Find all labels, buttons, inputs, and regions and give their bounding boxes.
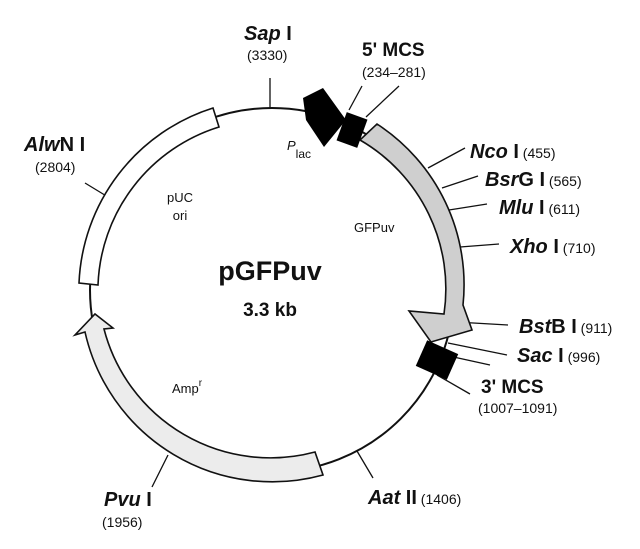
site-bstb-roman: B I <box>551 316 577 338</box>
puc-label-line2: ori <box>173 208 188 223</box>
site-nco-name: Nco <box>470 141 508 163</box>
mcs3-label: 3' MCS <box>481 377 544 398</box>
svg-text:Mlu I (611): Mlu I (611) <box>499 197 580 219</box>
site-bstb-pos: (911) <box>577 320 613 336</box>
site-mlu-roman: I <box>533 197 544 219</box>
gfpuv-label: GFPuv <box>354 220 395 235</box>
mcs3-pos: (1007–1091) <box>478 400 557 416</box>
mcs3-box <box>415 340 459 380</box>
puc-label-line1: pUC <box>167 190 193 205</box>
site-alwn-roman: N I <box>60 134 86 156</box>
site-pvu-roman: I <box>141 489 152 511</box>
svg-text:Plac: Plac <box>287 138 311 161</box>
plac-sub: lac <box>296 147 311 161</box>
site-aat-name: Aat <box>367 487 402 509</box>
mcs5-leader-a <box>348 85 363 111</box>
plac-promoter-arrow <box>303 88 346 147</box>
svg-text:Pvu I: Pvu I <box>104 489 152 511</box>
plasmid-size: 3.3 kb <box>243 300 297 321</box>
site-xho-name: Xho <box>509 236 548 258</box>
tick-nco <box>427 147 466 169</box>
site-bstb-name: Bst <box>519 316 553 338</box>
plac-label: P <box>287 138 296 153</box>
svg-text:BsrG I (565): BsrG I (565) <box>485 169 582 191</box>
ampr-label: Amp <box>172 381 199 396</box>
site-mlu-pos: (611) <box>545 201 581 217</box>
site-sap-pos: (3330) <box>247 47 287 63</box>
svg-text:Sap I: Sap I <box>244 23 292 45</box>
mcs5-label: 5' MCS <box>362 40 425 61</box>
site-pvu-name: Pvu <box>104 489 141 511</box>
site-sac-pos: (996) <box>564 349 601 365</box>
plasmid-name: pGFPuv <box>218 256 322 286</box>
tick-aat <box>356 450 374 479</box>
site-bsrg-pos: (565) <box>545 173 582 189</box>
svg-text:AlwN I: AlwN I <box>23 134 85 156</box>
puc-ori-region <box>78 106 221 286</box>
site-sap-roman: I <box>281 23 292 45</box>
ampr-sup: r <box>199 378 203 389</box>
mcs5-box <box>336 112 368 148</box>
gfpuv-arrow <box>358 122 474 343</box>
site-xho-pos: (710) <box>559 240 596 256</box>
svg-text:Nco I (455): Nco I (455) <box>470 141 556 163</box>
site-aat-roman: II <box>400 487 417 509</box>
svg-text:Aat II (1406): Aat II (1406) <box>367 487 461 509</box>
site-sac-roman: I <box>553 345 564 367</box>
site-nco-roman: I <box>508 141 519 163</box>
site-bsrg-name: Bsr <box>485 169 520 191</box>
mcs5-leader-b <box>365 85 400 118</box>
site-pvu-pos: (1956) <box>102 514 142 530</box>
tick-xho <box>459 243 500 248</box>
site-aat-pos: (1406) <box>417 491 461 507</box>
ampr-arrow <box>72 312 325 483</box>
tick-mlu <box>448 203 488 211</box>
site-nco-pos: (455) <box>519 145 556 161</box>
mcs3-leader-b <box>436 374 471 395</box>
site-alwn-name: Alw <box>23 134 61 156</box>
site-sac-name: Sac <box>517 345 553 367</box>
tick-pvu <box>151 454 169 488</box>
mcs5-pos: (234–281) <box>362 64 426 80</box>
site-alwn-pos: (2804) <box>35 159 75 175</box>
svg-text:Sac I (996): Sac I (996) <box>517 345 600 367</box>
site-xho-roman: I <box>548 236 559 258</box>
site-sap-name: Sap <box>244 23 281 45</box>
svg-text:BstB I (911): BstB I (911) <box>519 316 612 338</box>
site-bsrg-roman: G I <box>518 169 545 191</box>
site-mlu-name: Mlu <box>499 197 533 219</box>
tick-bsrg <box>441 175 479 189</box>
svg-text:Xho I (710): Xho I (710) <box>509 236 595 258</box>
tick-sac <box>447 342 508 356</box>
svg-text:Ampr: Ampr <box>172 378 203 396</box>
